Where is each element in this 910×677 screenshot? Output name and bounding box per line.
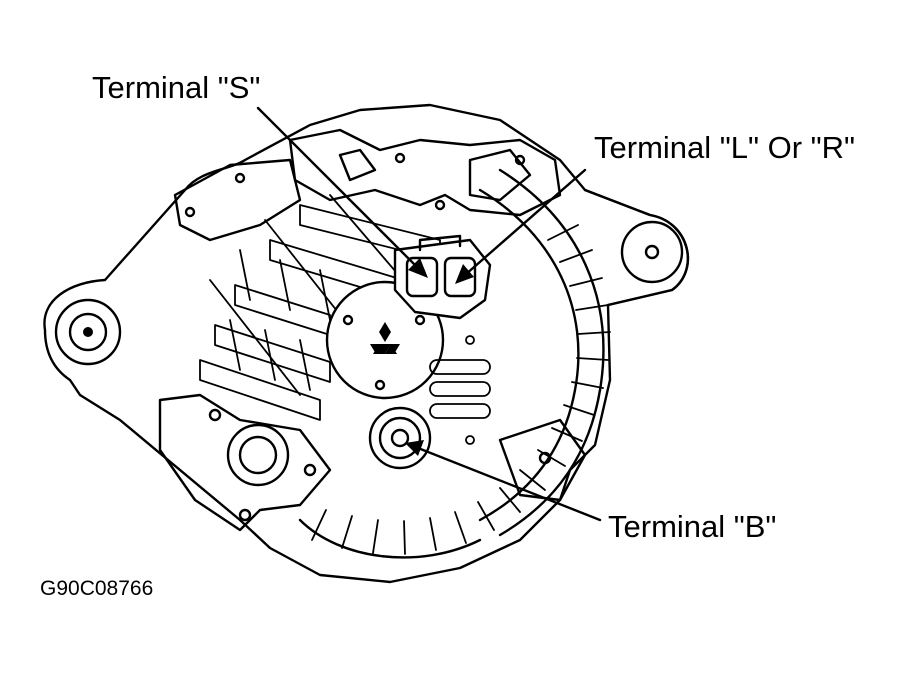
figure-code: G90C08766 bbox=[40, 577, 154, 600]
lower-left-bracket bbox=[158, 393, 332, 532]
side-vents bbox=[429, 335, 491, 445]
terminal-s-label: Terminal "S" bbox=[92, 70, 261, 105]
right-mounting-ear bbox=[583, 188, 689, 307]
three-diamond-logo-icon bbox=[370, 322, 400, 354]
left-mounting-ear bbox=[54, 298, 122, 366]
upper-left-bracket bbox=[173, 158, 302, 242]
terminal-connector bbox=[393, 234, 492, 320]
terminal-b-label: Terminal "B" bbox=[608, 509, 777, 544]
terminal-l-or-r-label: Terminal "L" Or "R" bbox=[594, 130, 856, 165]
cooling-fins bbox=[298, 168, 611, 559]
terminal-b-post bbox=[368, 406, 432, 470]
regulator-housing bbox=[288, 128, 562, 217]
leader-lines bbox=[256, 106, 602, 522]
